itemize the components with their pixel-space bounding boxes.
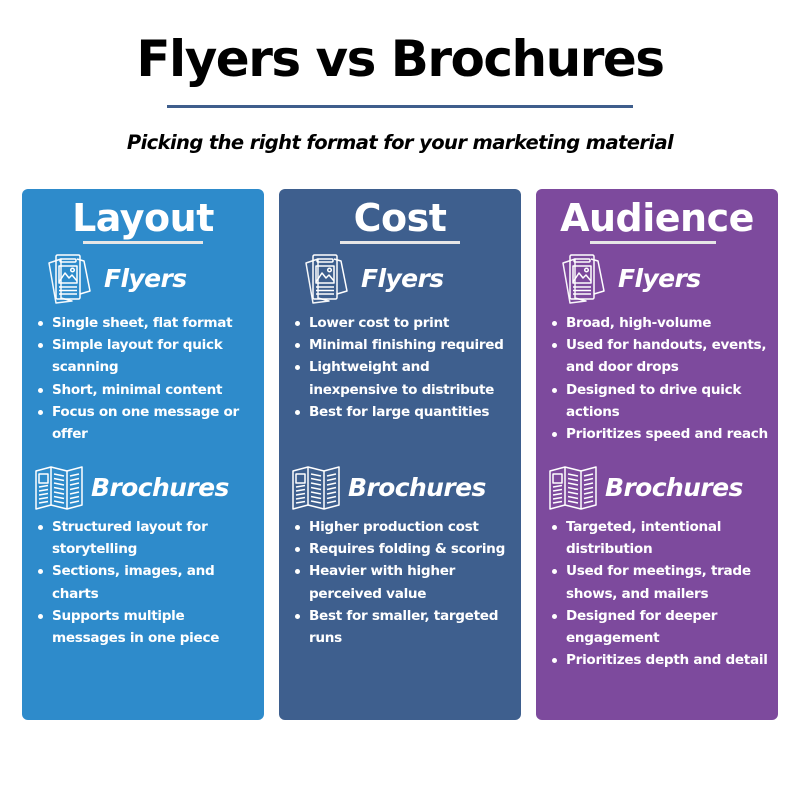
- list-item: Designed for deeper engagement: [550, 605, 776, 649]
- list-item: Targeted, intentional distribution: [550, 516, 776, 560]
- brochure-icon: [548, 465, 598, 511]
- page-title: Flyers vs Brochures: [136, 30, 665, 88]
- list-item: Heavier with higher perceived value: [293, 560, 519, 604]
- brochure-icon: [34, 465, 84, 511]
- brochures-label: Brochures: [348, 473, 486, 502]
- flyers-section-header: Flyers: [536, 251, 778, 305]
- card-cost: Cost Flyers Lower cost to print Minimal …: [279, 189, 521, 720]
- page-subtitle: Picking the right format for your market…: [126, 131, 674, 154]
- list-item: Structured layout for storytelling: [36, 516, 262, 560]
- list-item: Prioritizes speed and reach: [550, 423, 776, 445]
- list-item: Focus on one message or offer: [36, 401, 262, 445]
- flyers-section-header: Flyers: [22, 251, 264, 305]
- brochures-section-header: Brochures: [22, 461, 264, 515]
- list-item: Supports multiple messages in one piece: [36, 605, 262, 649]
- list-item: Designed to drive quick actions: [550, 379, 776, 423]
- brochures-label: Brochures: [605, 473, 743, 502]
- brochures-label: Brochures: [91, 473, 229, 502]
- card-title: Cost: [353, 196, 447, 240]
- list-item: Short, minimal content: [36, 379, 262, 401]
- list-item: Used for meetings, trade shows, and mail…: [550, 560, 776, 604]
- list-item: Lightweight and inexpensive to distribut…: [293, 356, 519, 400]
- card-title: Layout: [72, 196, 214, 240]
- flyer-icon: [301, 253, 349, 305]
- list-item: Requires folding & scoring: [293, 538, 519, 560]
- title-divider: [167, 105, 633, 108]
- flyers-label: Flyers: [104, 264, 187, 293]
- brochure-icon: [291, 465, 341, 511]
- card-title: Audience: [560, 196, 754, 240]
- flyers-list: Lower cost to print Minimal finishing re…: [293, 312, 519, 423]
- list-item: Sections, images, and charts: [36, 560, 262, 604]
- flyers-section-header: Flyers: [279, 251, 521, 305]
- list-item: Simple layout for quick scanning: [36, 334, 262, 378]
- list-item: Single sheet, flat format: [36, 312, 262, 334]
- card-title-divider: [83, 241, 203, 244]
- card-title-divider: [340, 241, 460, 244]
- flyers-label: Flyers: [618, 264, 701, 293]
- list-item: Minimal finishing required: [293, 334, 519, 356]
- card-layout: Layout Flyers Single sheet, flat format …: [22, 189, 264, 720]
- brochures-list: Structured layout for storytelling Secti…: [36, 516, 262, 649]
- list-item: Best for large quantities: [293, 401, 519, 423]
- flyer-icon: [44, 253, 92, 305]
- flyers-list: Single sheet, flat format Simple layout …: [36, 312, 262, 445]
- card-audience: Audience Flyers Broad, high-volume Used …: [536, 189, 778, 720]
- brochures-section-header: Brochures: [279, 461, 521, 515]
- brochures-section-header: Brochures: [536, 461, 778, 515]
- list-item: Prioritizes depth and detail: [550, 649, 776, 671]
- list-item: Lower cost to print: [293, 312, 519, 334]
- card-title-divider: [590, 241, 716, 244]
- list-item: Used for handouts, events, and door drop…: [550, 334, 776, 378]
- flyers-label: Flyers: [361, 264, 444, 293]
- flyer-icon: [558, 253, 606, 305]
- brochures-list: Higher production cost Requires folding …: [293, 516, 519, 649]
- list-item: Broad, high-volume: [550, 312, 776, 334]
- brochures-list: Targeted, intentional distribution Used …: [550, 516, 776, 671]
- list-item: Higher production cost: [293, 516, 519, 538]
- flyers-list: Broad, high-volume Used for handouts, ev…: [550, 312, 776, 445]
- list-item: Best for smaller, targeted runs: [293, 605, 519, 649]
